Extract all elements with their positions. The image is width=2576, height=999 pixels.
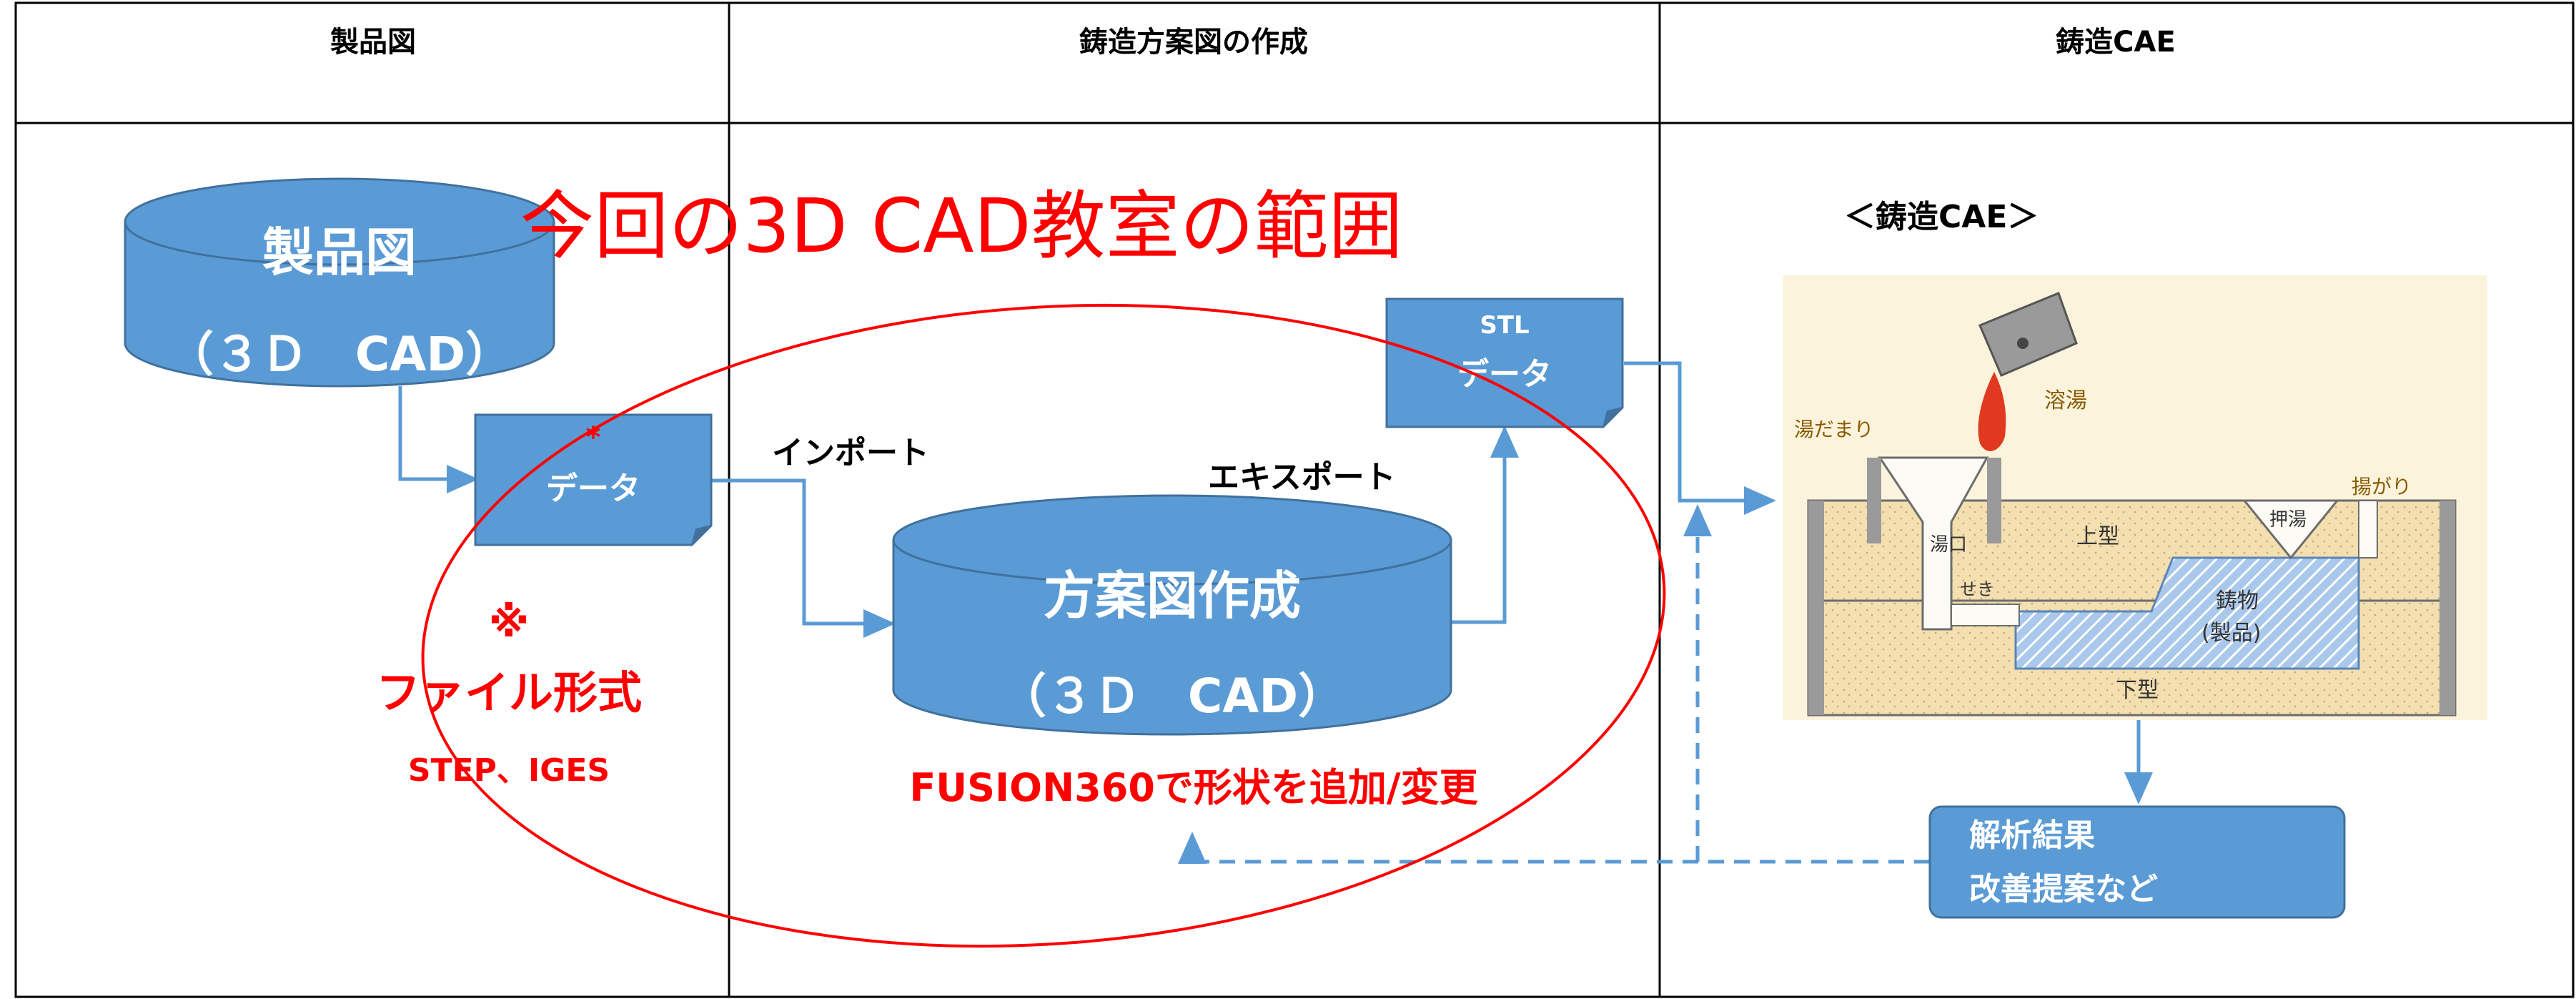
scope-title: 今回の3D CAD教室の範囲	[520, 182, 1402, 270]
plan-database: 方案図作成 （３Ｄ CAD）	[892, 494, 1452, 736]
label-casting: 鋳物	[2216, 589, 2259, 614]
label-feeder: 押湯	[2269, 509, 2307, 531]
data-document-asterisk: *	[586, 421, 601, 454]
label-pool: 湯だまり	[1794, 418, 1873, 441]
scope-ellipse	[421, 303, 1666, 948]
label-lower: 下型	[2116, 678, 2159, 703]
connectors	[398, 361, 2153, 804]
connector-stl-to-cae	[1624, 361, 1776, 515]
data-document-label: データ	[546, 471, 640, 507]
cae-title: ＜鋳造CAE＞	[1844, 199, 2038, 235]
stl-document: STL データ	[1385, 297, 1624, 428]
feedback-connectors	[1178, 504, 1930, 864]
label-gate: せき	[1960, 579, 1994, 599]
plan-database-subtitle: （３Ｄ CAD）	[999, 669, 1345, 724]
label-pour: 溶湯	[2044, 388, 2087, 413]
product-database-subtitle: （３Ｄ CAD）	[167, 327, 512, 382]
export-label: エキスポート	[1208, 459, 1396, 496]
table-frame	[14, 1, 2575, 998]
product-database-title: 製品図	[262, 222, 417, 282]
import-label: インポート	[772, 435, 929, 471]
result-line1: 解析結果	[1969, 817, 2095, 854]
connector-data-to-plan	[711, 478, 896, 638]
note-file-format: ファイル形式	[376, 666, 642, 719]
result-line2: 改善提案など	[1969, 871, 2158, 907]
plan-database-title: 方案図作成	[1044, 566, 1301, 626]
connector-plan-to-stl	[1450, 425, 1519, 624]
label-product: (製品)	[2201, 621, 2261, 646]
connector-product-to-data	[398, 386, 479, 493]
stl-document-line1: STL	[1480, 311, 1529, 340]
fusion-note: FUSION360で形状を追加/変更	[909, 765, 1478, 810]
column-header-plan: 鋳造方案図の作成	[1079, 26, 1308, 59]
result-box: 解析結果 改善提案など	[1928, 805, 2346, 919]
product-database: 製品図 （３Ｄ CAD）	[124, 177, 555, 388]
column-header-cae: 鋳造CAE	[2056, 26, 2176, 59]
label-sprue: 湯口	[1930, 534, 1967, 556]
column-header-product: 製品図	[330, 26, 416, 59]
feedback-result-to-plan	[1178, 832, 1930, 864]
label-upper: 上型	[2076, 524, 2119, 549]
note-mark: ※	[489, 598, 529, 646]
casting-illustration: 溶湯 湯だまり 揚がり 湯口 せき 上型 押湯 鋳物 (製品) 下型	[1783, 275, 2487, 720]
note-formats: STEP、IGES	[408, 752, 610, 789]
label-riser: 揚がり	[2352, 475, 2412, 498]
data-document: * データ	[474, 413, 713, 546]
ladle-icon	[1978, 292, 2078, 377]
